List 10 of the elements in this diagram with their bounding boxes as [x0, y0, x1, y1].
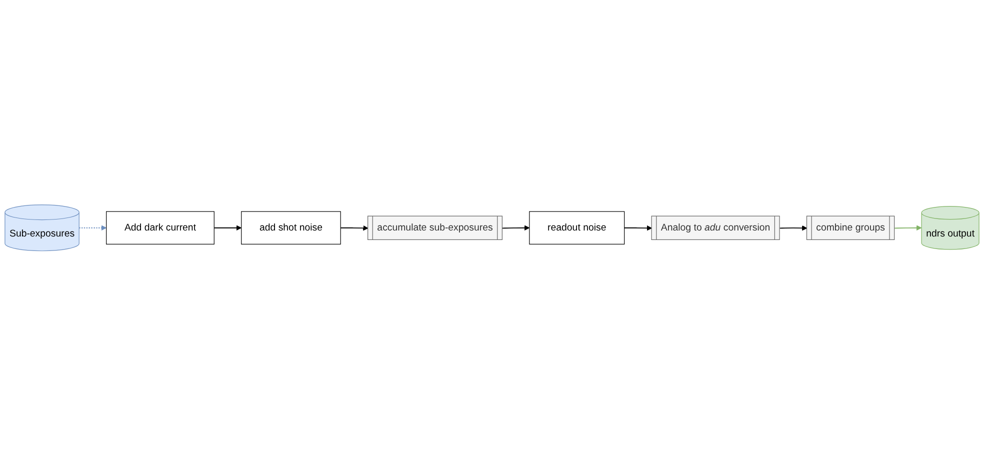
node-box: readout noise: [529, 210, 625, 244]
arrow: [214, 224, 242, 230]
node-box: Add dark current: [106, 210, 214, 244]
arrow: [340, 225, 368, 230]
arrow: [894, 224, 922, 230]
arrow: [78, 224, 107, 230]
arrow: [624, 225, 652, 230]
node-box: add shot noise: [241, 210, 341, 244]
arrow: [502, 224, 530, 230]
arrow: [779, 225, 808, 230]
